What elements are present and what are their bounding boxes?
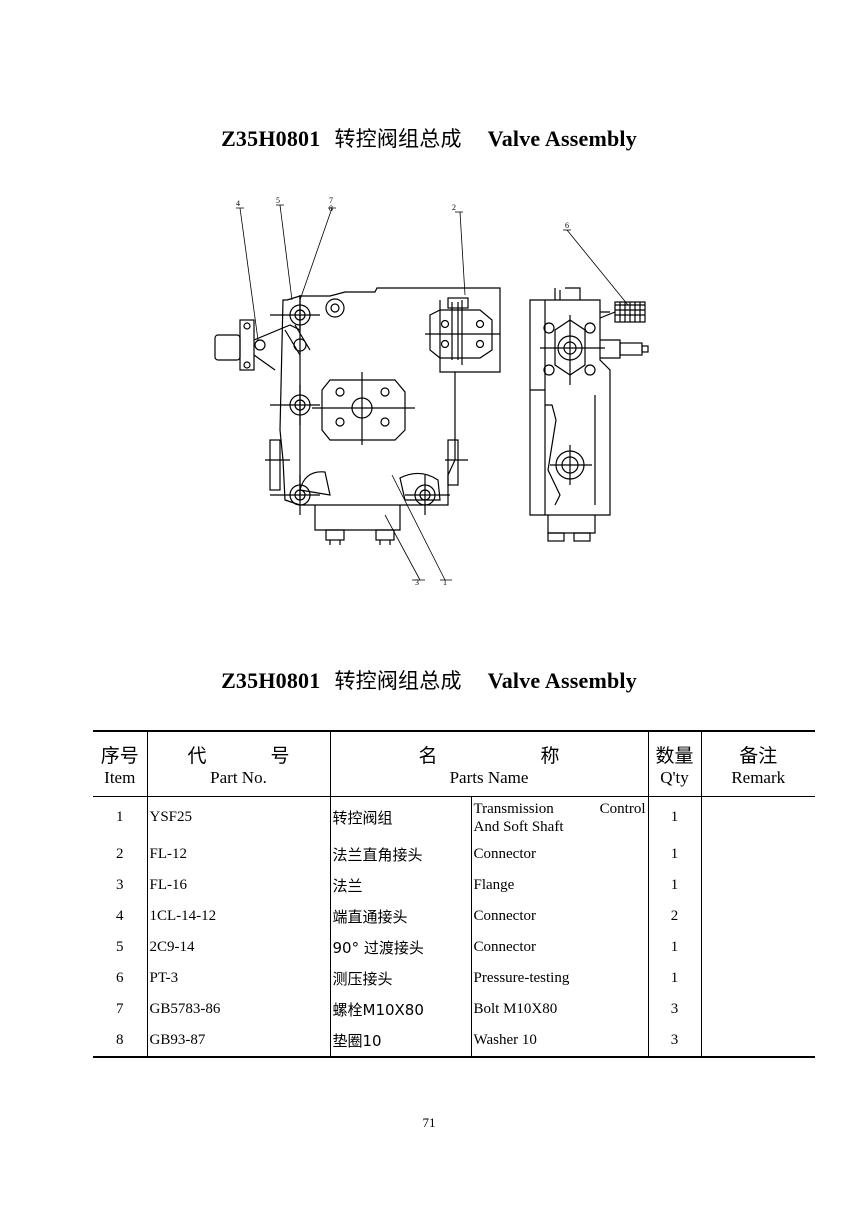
table-title: Z35H0801 转控阀组总成 Valve Assembly <box>0 665 858 695</box>
cell-name-cn: 法兰直角接头 <box>329 838 471 870</box>
header-qty-cn: 数量 <box>655 744 694 767</box>
cell-remark <box>700 931 815 963</box>
cell-item: 2 <box>116 845 124 862</box>
cell-remark <box>700 900 815 932</box>
cell-name-en-c: And Soft Shaft <box>473 818 564 835</box>
header-parts-name: 名 称 Parts Name <box>329 731 648 797</box>
cell-part-no: FL-12 <box>146 838 330 870</box>
callout-4: 4 <box>236 199 240 208</box>
cell-name-en: Pressure-testing <box>470 962 648 994</box>
cell-name-en: Bolt M10X80 <box>470 993 648 1025</box>
table-row: 3 FL-16 法兰 Flange 1 <box>93 869 815 901</box>
cell-part-no: GB93-87 <box>146 1024 330 1057</box>
cell-item: 6 <box>116 969 124 986</box>
cell-name-en: Flange <box>470 869 648 901</box>
cell-item: 5 <box>116 938 124 955</box>
table-row: 4 1CL-14-12 端直通接头 Connector 2 <box>93 900 815 932</box>
header-remark-cn: 备注 <box>739 744 778 767</box>
table-row: 7 GB5783-86 螺栓M10X80 Bolt M10X80 3 <box>93 993 815 1025</box>
cell-name-cn: 法兰 <box>329 869 471 901</box>
cell-remark <box>700 1024 815 1057</box>
cell-name-en: Connector <box>470 838 648 870</box>
table-title-code: Z35H0801 <box>221 668 321 693</box>
header-remark: 备注 Remark <box>700 731 815 797</box>
parts-table: 序号 Item 代 号 Part No. 名 称 Parts Name 数量 Q't… <box>93 730 815 1058</box>
page-number: 71 <box>422 1115 436 1130</box>
table-title-en: Valve Assembly <box>487 668 637 693</box>
cell-name-cn: 端直通接头 <box>329 900 471 932</box>
cell-part-no: PT-3 <box>146 962 330 994</box>
cell-qty: 2 <box>647 900 701 932</box>
cell-remark <box>700 962 815 994</box>
cell-part-no: 2C9-14 <box>146 931 330 963</box>
header-qty: 数量 Q'ty <box>647 731 701 797</box>
cell-name-en-a: Transmission <box>473 800 554 817</box>
callout-7: 7 <box>329 196 333 205</box>
cell-name-en: Transmission Control And Soft Shaft <box>470 796 648 839</box>
header-remark-en: Remark <box>731 767 786 787</box>
cell-name-en: Connector <box>470 900 648 932</box>
header-part-en: Part No. <box>210 767 267 787</box>
cell-name-en: Connector <box>470 931 648 963</box>
callout-8: 8 <box>329 204 333 213</box>
valve-assembly-drawing: 4 5 7 8 2 6 3 1 <box>214 196 649 587</box>
table-row: 1 YSF25 转控阀组 Transmission Control And Sof… <box>93 796 815 839</box>
cell-item: 4 <box>116 907 124 924</box>
cell-remark <box>700 838 815 870</box>
cell-remark <box>700 869 815 901</box>
cell-qty: 1 <box>647 931 701 963</box>
table-row: 6 PT-3 测压接头 Pressure-testing 1 <box>93 962 815 994</box>
header-part-cn-1: 代 <box>187 744 207 767</box>
callout-3: 3 <box>415 578 419 587</box>
title-en: Valve Assembly <box>487 126 637 151</box>
table-row: 5 2C9-14 90° 过渡接头 Connector 1 <box>93 931 815 963</box>
cell-name-cn: 螺栓M10X80 <box>329 993 471 1025</box>
page-title: Z35H0801 转控阀组总成 Valve Assembly <box>0 123 858 153</box>
header-item: 序号 Item <box>93 731 147 797</box>
front-view <box>214 204 501 581</box>
cell-part-no: 1CL-14-12 <box>146 900 330 932</box>
cell-part-no: FL-16 <box>146 869 330 901</box>
cell-name-cn: 转控阀组 <box>329 796 471 839</box>
header-part-cn-2: 号 <box>270 744 290 767</box>
cell-item: 7 <box>116 1000 124 1017</box>
header-name-cn-2: 称 <box>540 744 560 767</box>
cell-name-cn: 测压接头 <box>329 962 471 994</box>
header-qty-en: Q'ty <box>660 767 689 787</box>
table-row: 2 FL-12 法兰直角接头 Connector 1 <box>93 838 815 870</box>
cell-qty: 3 <box>647 993 701 1025</box>
callout-5: 5 <box>276 196 280 205</box>
cell-qty: 1 <box>647 796 701 839</box>
cell-item: 3 <box>116 876 124 893</box>
cell-name-en-b: Control <box>599 800 646 817</box>
table-title-cn: 转控阀组总成 <box>334 669 462 693</box>
header-item-cn: 序号 <box>100 744 139 767</box>
cell-remark <box>700 796 815 839</box>
callout-6: 6 <box>565 221 569 230</box>
cell-part-no: GB5783-86 <box>146 993 330 1025</box>
title-cn: 转控阀组总成 <box>334 127 462 151</box>
cell-part-no: YSF25 <box>146 796 330 839</box>
callout-2: 2 <box>452 203 456 212</box>
side-view <box>529 229 649 542</box>
cell-remark <box>700 993 815 1025</box>
cell-qty: 1 <box>647 838 701 870</box>
cell-qty: 1 <box>647 869 701 901</box>
header-name-cn-1: 名 <box>418 744 438 767</box>
cell-qty: 3 <box>647 1024 701 1057</box>
cell-name-en: Washer 10 <box>470 1024 648 1057</box>
callout-1: 1 <box>443 578 447 587</box>
table-header-row: 序号 Item 代 号 Part No. 名 称 Parts Name 数量 Q't… <box>93 731 815 797</box>
cell-name-cn: 90° 过渡接头 <box>329 931 471 963</box>
header-part-no: 代 号 Part No. <box>146 731 330 797</box>
cell-qty: 1 <box>647 962 701 994</box>
cell-name-cn: 垫圈10 <box>329 1024 471 1057</box>
table-row: 8 GB93-87 垫圈10 Washer 10 3 <box>93 1024 815 1057</box>
cell-item: 1 <box>116 809 124 826</box>
title-code: Z35H0801 <box>221 126 321 151</box>
header-name-en: Parts Name <box>449 767 529 787</box>
header-item-en: Item <box>104 767 136 787</box>
cell-item: 8 <box>116 1031 124 1048</box>
